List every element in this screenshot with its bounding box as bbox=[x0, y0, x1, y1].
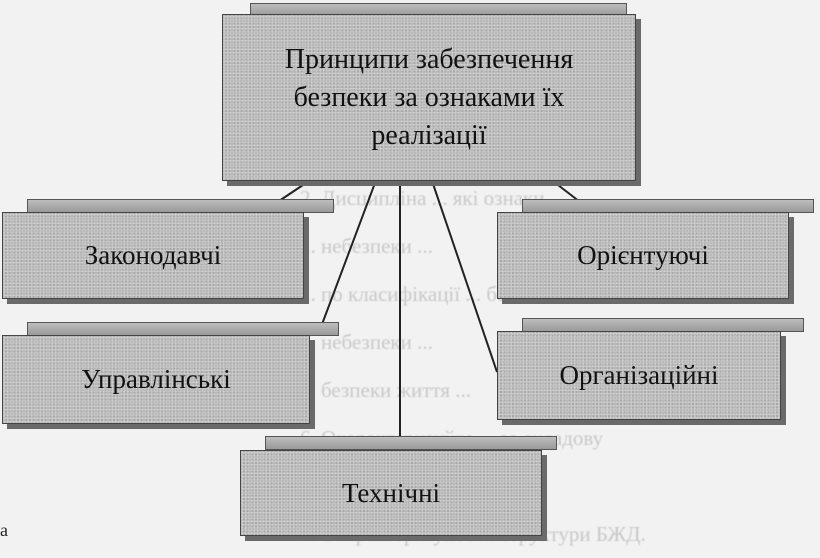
root-line-3: реалізації bbox=[371, 119, 487, 151]
connector-organizational bbox=[429, 174, 498, 373]
connector-managerial bbox=[317, 174, 379, 336]
box-managerial: Управлінські bbox=[2, 322, 340, 424]
label-organizational: Організаційні bbox=[497, 331, 781, 420]
box-legislative: Законодавчі bbox=[2, 199, 334, 299]
root-label: Принципи забезпечення безпеки за ознакам… bbox=[222, 14, 636, 181]
corner-letter: а bbox=[0, 520, 8, 540]
box-organizational: Організаційні bbox=[497, 318, 807, 420]
root-line-1: Принципи забезпечення bbox=[284, 43, 574, 75]
label-managerial: Управлінські bbox=[2, 335, 310, 424]
root-line-2: безпеки за ознаками їх bbox=[293, 81, 565, 113]
box-orienting: Орієнтуючі bbox=[497, 199, 817, 299]
box-technical: Технічні bbox=[240, 436, 560, 536]
label-orienting: Орієнтуючі bbox=[497, 212, 789, 299]
label-legislative: Законодавчі bbox=[2, 212, 304, 299]
connector-lines bbox=[257, 174, 598, 458]
label-technical: Технічні bbox=[240, 450, 542, 536]
root-box: Принципи забезпечення безпеки за ознакам… bbox=[222, 3, 636, 181]
